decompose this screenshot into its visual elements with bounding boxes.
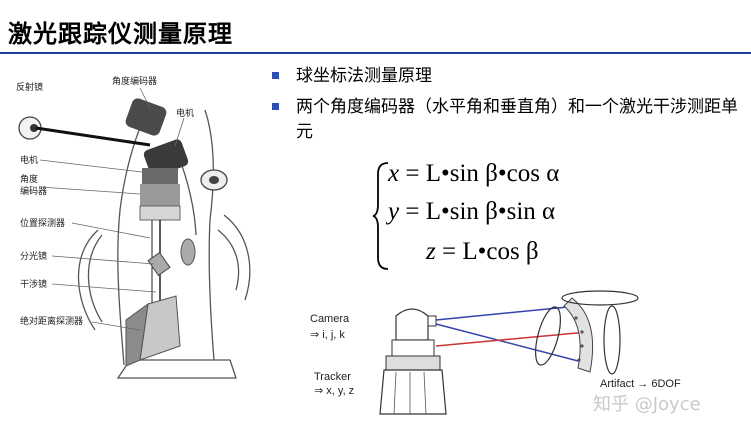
beam-splitter-icon — [147, 251, 171, 277]
label-tracker-sub: ⇒ x, y, z — [314, 385, 354, 397]
artifact-plate-icon — [563, 297, 594, 373]
bullet-square-icon — [272, 103, 279, 110]
handle-knob-center — [209, 176, 219, 184]
rotation-arrow-side-icon — [603, 305, 621, 375]
label-camera-sub: ⇒ i, j, k — [310, 329, 345, 341]
formula-x-lhs: x — [388, 160, 400, 187]
rotation-ellipse-icon — [535, 306, 561, 366]
formula-y: y = L•sin β•sin α — [388, 198, 555, 226]
label-artifact: Artifact → 6DOF — [600, 378, 681, 390]
label-motor-top: 电机 — [176, 107, 194, 119]
rotation-arrow-top-icon — [561, 290, 639, 306]
title-divider — [0, 52, 751, 54]
angle-encoder-icon — [140, 184, 180, 206]
camera-tracker-diagram: Camera ⇒ i, j, k Tracker ⇒ x, y, z Artif… — [310, 290, 681, 415]
camera-beam-bottom — [435, 323, 583, 363]
label-absolute-distance: 绝对距离探测器 — [20, 315, 83, 327]
tracker-head-icon — [395, 308, 429, 341]
formula-z-lhs: z — [426, 238, 436, 265]
encoder-ring-icon — [139, 205, 181, 221]
tracker-cutaway-diagram: 反射镜 角度编码器 电机 电机 角度 编码器 位置探测器 分光镜 干涉镜 绝对距… — [16, 75, 251, 379]
bullet-square-icon — [272, 72, 279, 79]
reflector-center-icon — [30, 124, 38, 132]
camera-beam-top — [435, 305, 579, 321]
tracker-collar-icon — [385, 355, 441, 371]
motor-top-icon — [143, 139, 189, 177]
formula-x-rhs: = L•sin β•cos α — [405, 160, 560, 187]
label-angle-encoder-top: 角度编码器 — [112, 75, 157, 87]
tracker-body-outline — [77, 104, 251, 379]
left-brace-icon — [372, 162, 389, 270]
motor-left-icon — [142, 168, 178, 184]
artifact-markers — [574, 316, 584, 362]
angle-encoder-top-icon — [125, 98, 167, 136]
page-title: 激光跟踪仪测量原理 — [8, 19, 233, 48]
formula-z-rhs: = L•cos β — [441, 238, 539, 265]
bullet-text-2: 两个角度编码器（水平角和垂直角）和一个激光干涉测距单元 — [296, 97, 738, 142]
label-camera: Camera — [310, 313, 350, 325]
formula-y-rhs: = L•sin β•sin α — [405, 198, 556, 225]
bullet-item-2: 两个角度编码器（水平角和垂直角）和一个激光干涉测距单元 — [270, 95, 745, 145]
tracker-base-ribs — [393, 371, 427, 415]
tracker-beam — [435, 331, 589, 347]
label-angle-2: 编码器 — [20, 185, 47, 197]
label-interferometer: 干涉镜 — [20, 278, 47, 290]
label-tracker: Tracker — [314, 371, 351, 383]
label-reflector: 反射镜 — [16, 81, 43, 93]
formula-y-lhs: y — [388, 198, 400, 225]
label-angle-1: 角度 — [20, 173, 38, 185]
formula-z: z = L•cos β — [426, 238, 539, 266]
watermark: 知乎 @Joyce — [593, 394, 701, 415]
bullet-list: 球坐标法测量原理 两个角度编码器（水平角和垂直角）和一个激光干涉测距单元 — [270, 64, 745, 151]
label-motor-left: 电机 — [20, 154, 38, 166]
position-detector-icon — [180, 238, 196, 266]
absolute-distance-side — [125, 302, 149, 367]
laser-beam-line — [35, 126, 151, 147]
formula-x: x = L•sin β•cos α — [388, 160, 559, 188]
label-beam-splitter: 分光镜 — [20, 250, 47, 262]
tracker-neck-icon — [391, 339, 435, 357]
tracker-base-icon — [379, 369, 447, 415]
tracker-lens-icon — [427, 315, 437, 327]
bullet-text-1: 球坐标法测量原理 — [296, 66, 432, 86]
leader-lines — [39, 87, 185, 331]
label-position-detector: 位置探测器 — [20, 217, 65, 229]
bullet-item-1: 球坐标法测量原理 — [270, 64, 745, 89]
